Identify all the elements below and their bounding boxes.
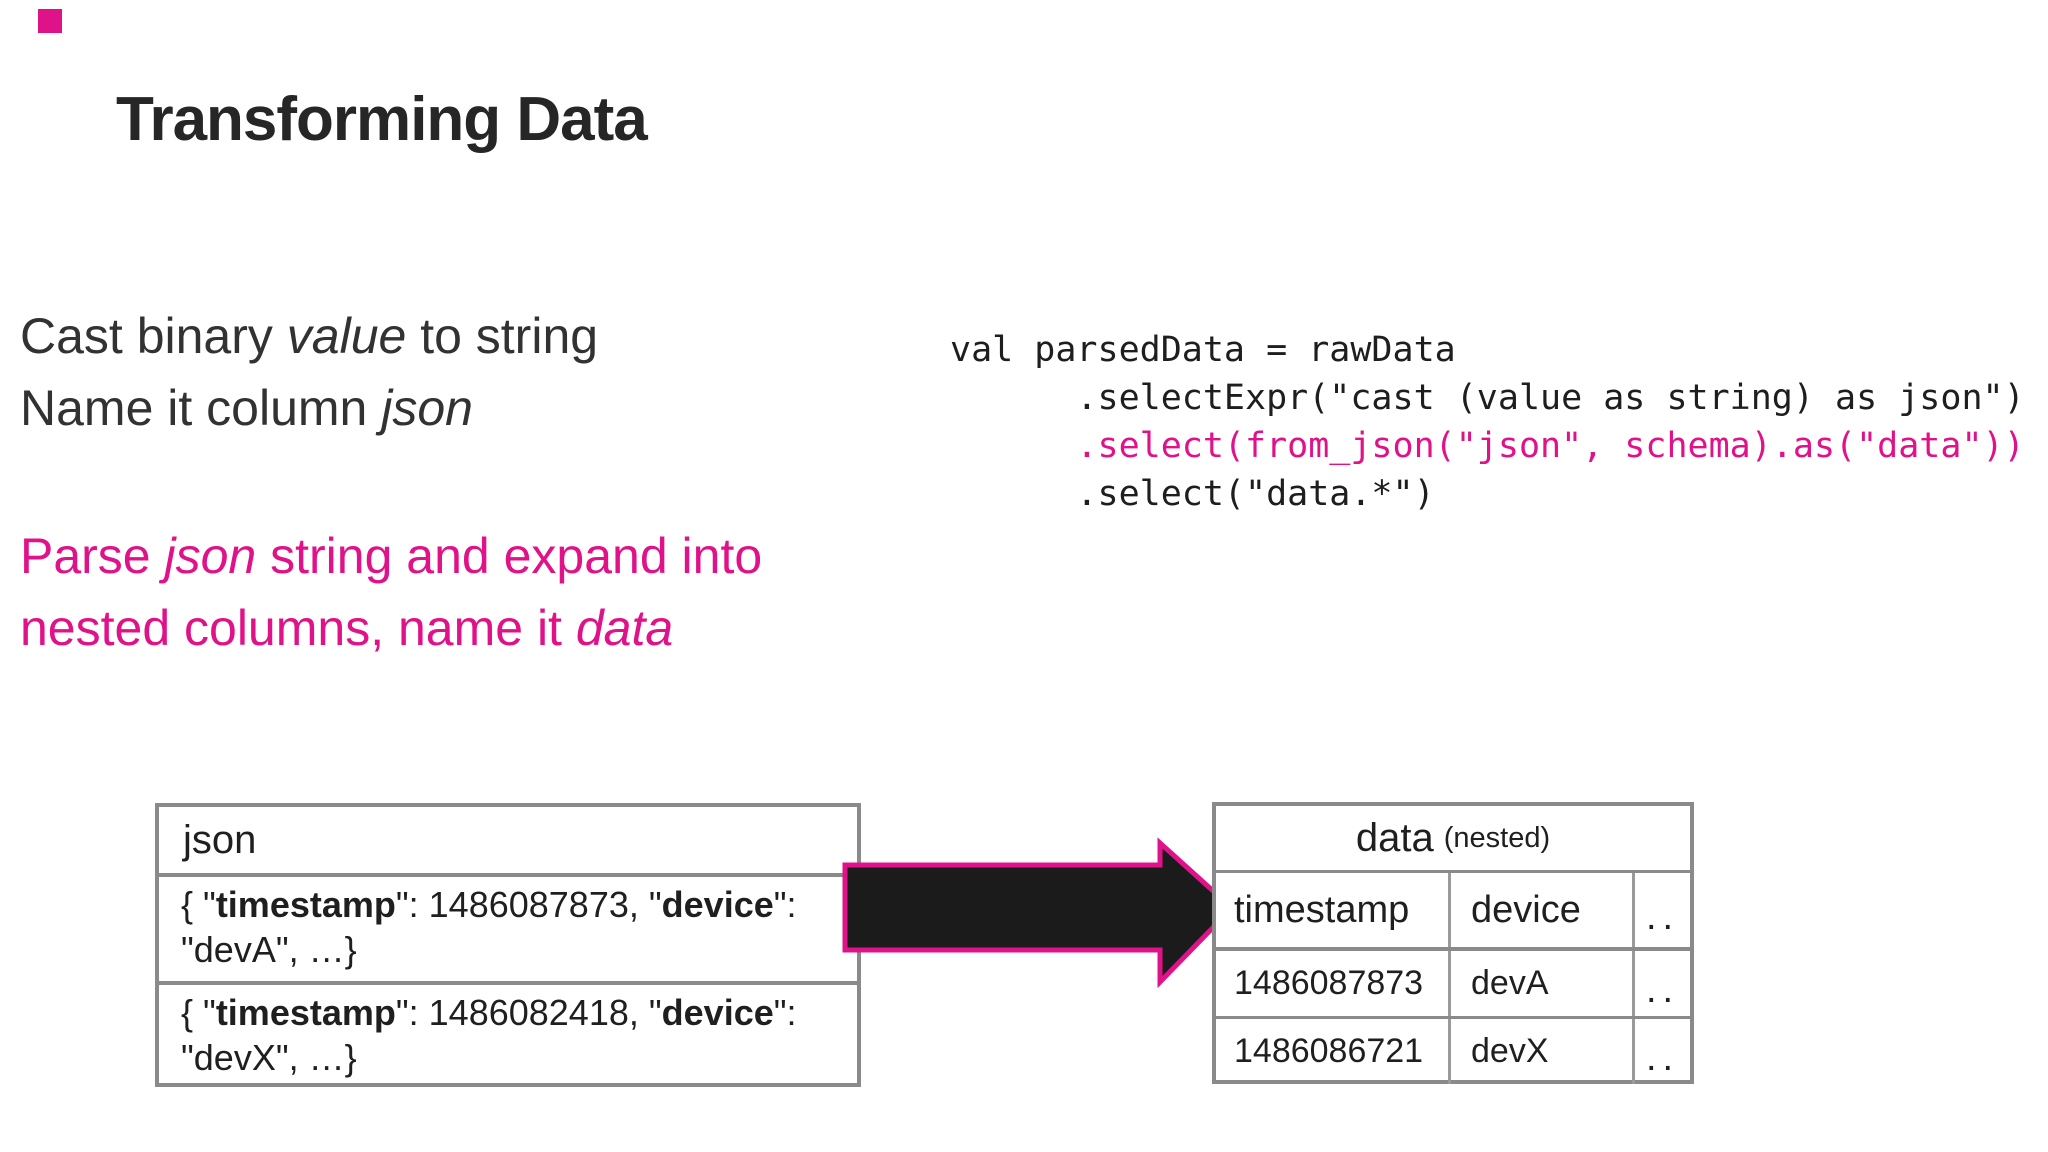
note-text: string and expand into	[256, 528, 763, 584]
data-table-column-row: timestamp device ..	[1216, 873, 1690, 951]
row-text: ": 1486087873, "	[395, 884, 662, 925]
row-text: { "	[181, 884, 216, 925]
row-key: timestamp	[215, 884, 396, 925]
accent-square	[38, 9, 62, 33]
data-table-row: 1486086721 devX ..	[1216, 1019, 1690, 1084]
json-table-row: { "timestamp": 1486082418, "device": "de…	[159, 985, 857, 1089]
note-text: Cast binary	[20, 308, 287, 364]
data-table-subtitle: (nested)	[1443, 821, 1551, 854]
cell-device: devA	[1448, 951, 1632, 1016]
note-text: to string	[406, 308, 599, 364]
code-line-3: .select(from_json("json", schema).as("da…	[950, 426, 2025, 466]
code-line-2: .selectExpr("cast (value as string) as j…	[950, 378, 2025, 418]
page-title: Transforming Data	[116, 85, 648, 154]
note-text-italic: data	[575, 600, 674, 656]
code-line-1: val parsedData = rawData	[950, 330, 1456, 370]
note-text-italic: json	[381, 380, 473, 436]
json-table: json { "timestamp": 1486087873, "device"…	[155, 803, 861, 1087]
code-block: val parsedData = rawData .selectExpr("ca…	[950, 326, 2047, 526]
column-header-device: device	[1448, 873, 1632, 947]
transform-arrow-icon	[842, 837, 1236, 989]
cell-device: devX	[1448, 1019, 1632, 1084]
data-table-row: 1486087873 devA ..	[1216, 951, 1690, 1019]
note-line: Name it column json	[20, 372, 598, 444]
cell-more: ..	[1632, 951, 1690, 1016]
note-parse-json: Parse json string and expand into nested…	[20, 520, 762, 664]
column-header-more: ..	[1632, 873, 1690, 947]
row-key: device	[661, 992, 774, 1033]
row-text: { "	[181, 992, 216, 1033]
note-text: Name it column	[20, 380, 382, 436]
row-key: timestamp	[215, 992, 396, 1033]
note-text-italic: value	[286, 308, 407, 364]
row-text: ": "devX", …}	[181, 992, 797, 1078]
column-header-timestamp: timestamp	[1234, 888, 1410, 931]
note-text-italic: json	[164, 528, 257, 584]
note-line: nested columns, name it data	[20, 592, 762, 664]
row-text: ": 1486082418, "	[395, 992, 662, 1033]
cell-timestamp: 1486087873	[1234, 964, 1424, 1002]
data-table: data (nested) timestamp device .. 148608…	[1212, 802, 1694, 1084]
row-text: ": "devA", …}	[181, 884, 797, 970]
note-text: Parse	[20, 528, 165, 584]
code-line-4: .select("data.*")	[950, 474, 1435, 514]
note-line: Parse json string and expand into	[20, 520, 762, 592]
note-line: Cast binary value to string	[20, 300, 598, 372]
note-text: nested columns, name it	[20, 600, 576, 656]
data-table-header: data (nested)	[1216, 806, 1690, 873]
data-table-title: data	[1355, 815, 1434, 860]
row-key: device	[661, 884, 774, 925]
note-cast-binary: Cast binary value to string Name it colu…	[20, 300, 598, 444]
json-table-row: { "timestamp": 1486087873, "device": "de…	[159, 877, 857, 985]
cell-timestamp: 1486086721	[1234, 1032, 1424, 1070]
cell-more: ..	[1632, 1019, 1690, 1084]
json-table-header: json	[159, 807, 857, 877]
